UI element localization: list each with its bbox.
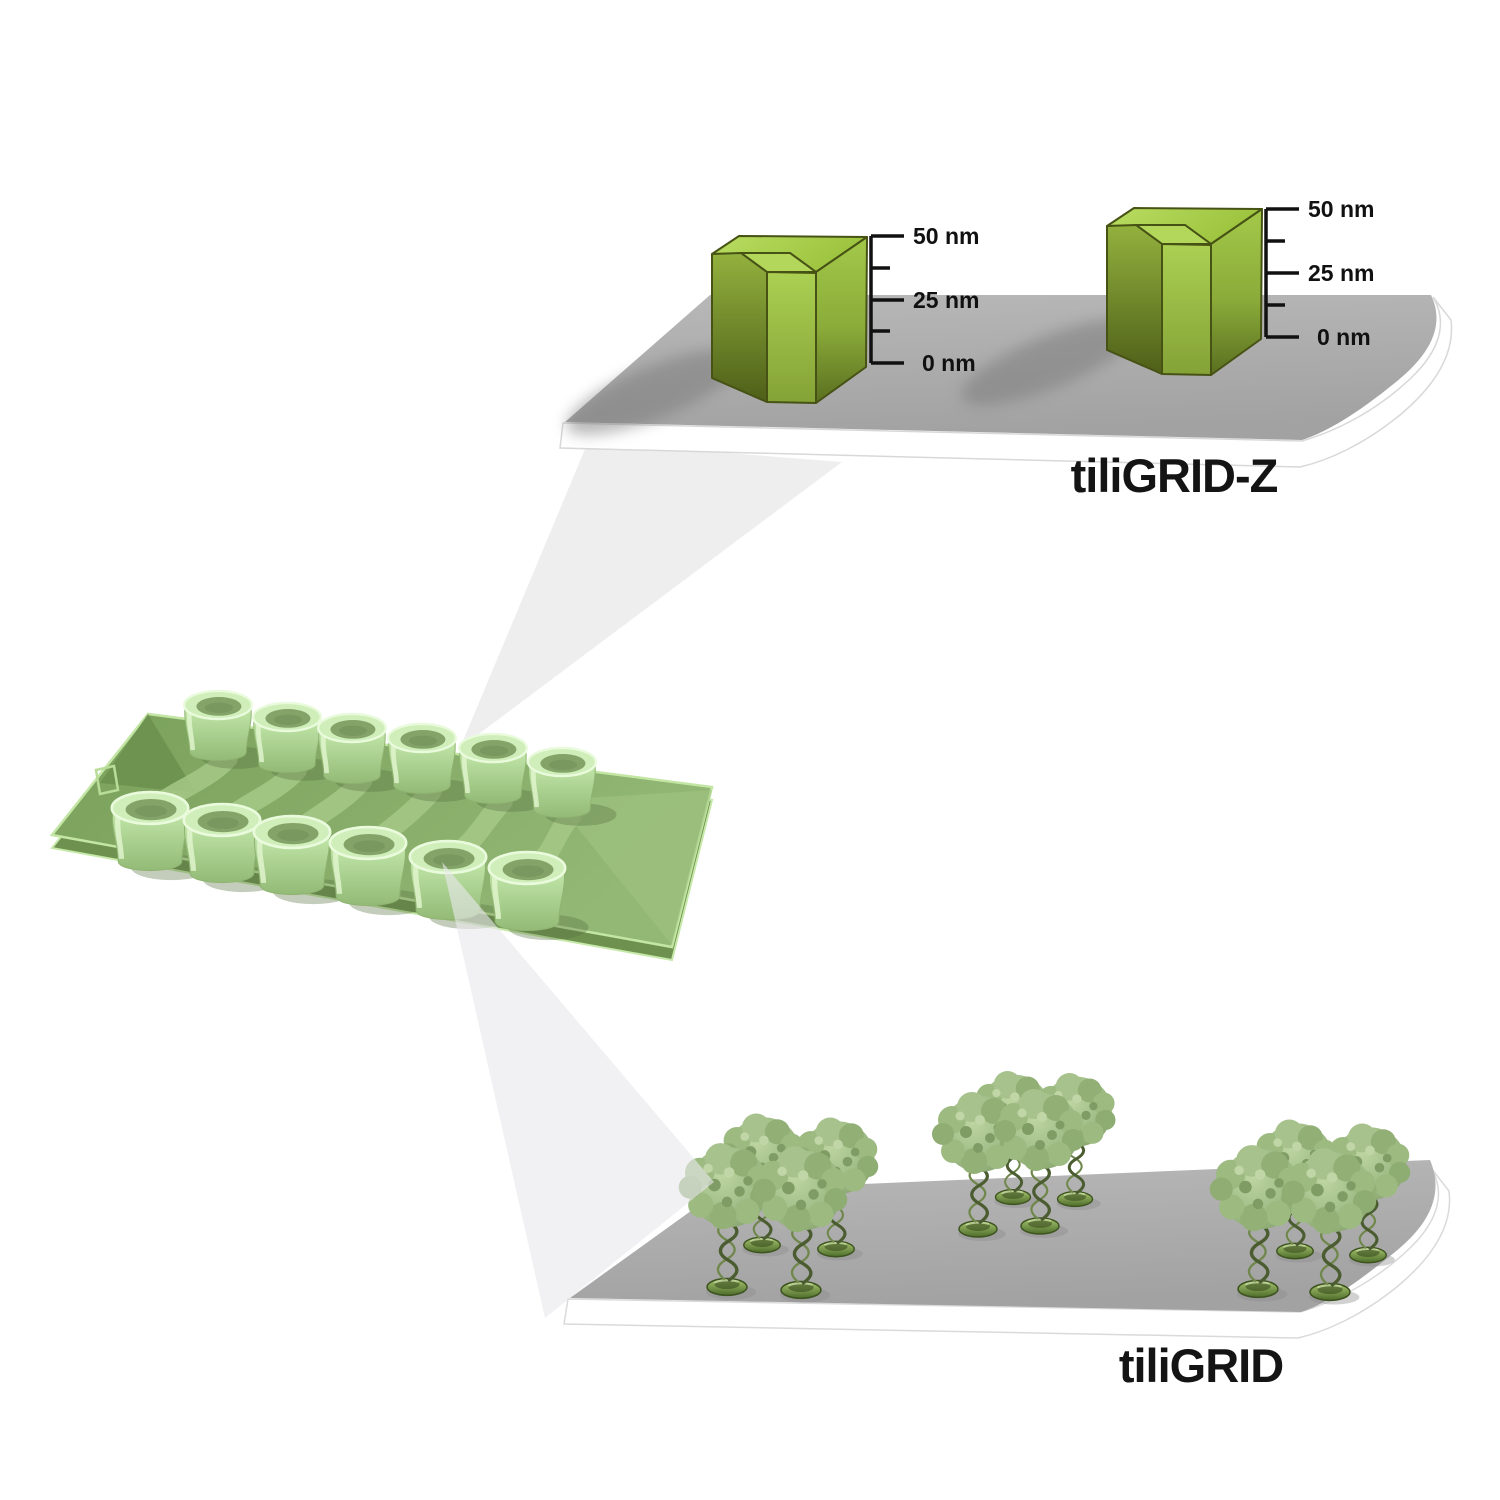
- top-platform-edge: [559, 296, 1453, 468]
- zoom-beam-bottom: [442, 862, 714, 1318]
- chip-sheen: [555, 790, 712, 945]
- panel-title-tiligrid: tiliGRID: [1119, 1339, 1283, 1392]
- block-shadow: [961, 319, 1139, 405]
- ruler-tick-label: 50 nm: [1308, 196, 1374, 222]
- ruler-tick-label: 25 nm: [1308, 260, 1374, 286]
- chip-bevel: [100, 714, 196, 793]
- chip-etch-mark: [94, 764, 120, 796]
- ruler-tick-label: 0 nm: [1317, 324, 1371, 350]
- microfluidic-chip: [49, 691, 714, 962]
- ruler-tick-label: 50 nm: [913, 223, 979, 249]
- block-shadow: [566, 349, 744, 435]
- panel-title-tiligrid-z: tiliGRID-Z: [1071, 449, 1278, 502]
- bottom-platform-edge: [563, 1167, 1451, 1339]
- height-ruler-right: [1264, 207, 1299, 339]
- ruler-tick-label: 25 nm: [913, 287, 979, 313]
- ruler-tick-label: 0 nm: [922, 350, 976, 376]
- top-platform: 50 nm 25 nm 0 nm 50 nm 25 nm 0 nm: [559, 196, 1453, 468]
- nano-step-block-right: [1106, 207, 1263, 376]
- nano-step-block-left: [711, 235, 868, 404]
- zoom-beam-top: [460, 442, 842, 748]
- height-ruler-right-labels: 50 nm 25 nm 0 nm: [1308, 196, 1374, 350]
- height-ruler-left: [869, 234, 904, 365]
- height-ruler-left-labels: 50 nm 25 nm 0 nm: [913, 223, 979, 376]
